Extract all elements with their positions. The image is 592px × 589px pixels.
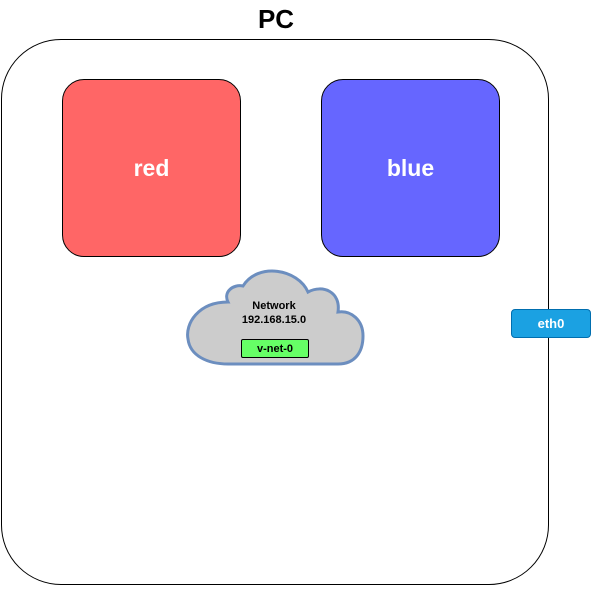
network-title: Network [252, 300, 296, 312]
bridge-v-net-0[interactable]: v-net-0 [241, 339, 309, 358]
namespace-red-label: red [133, 154, 170, 181]
interface-eth0[interactable]: eth0 [511, 309, 591, 338]
network-subnet: 192.168.15.0 [241, 314, 307, 326]
bridge-label: v-net-0 [256, 342, 294, 355]
namespace-blue[interactable]: blue [321, 79, 500, 257]
interface-eth0-label: eth0 [537, 316, 565, 331]
cloud-icon [186, 269, 365, 366]
namespace-blue-label: blue [386, 154, 435, 181]
network-cloud[interactable]: Network 192.168.15.0 v-net-0 [183, 264, 365, 366]
namespace-red[interactable]: red [62, 79, 241, 257]
pc-title: PC [257, 4, 295, 34]
